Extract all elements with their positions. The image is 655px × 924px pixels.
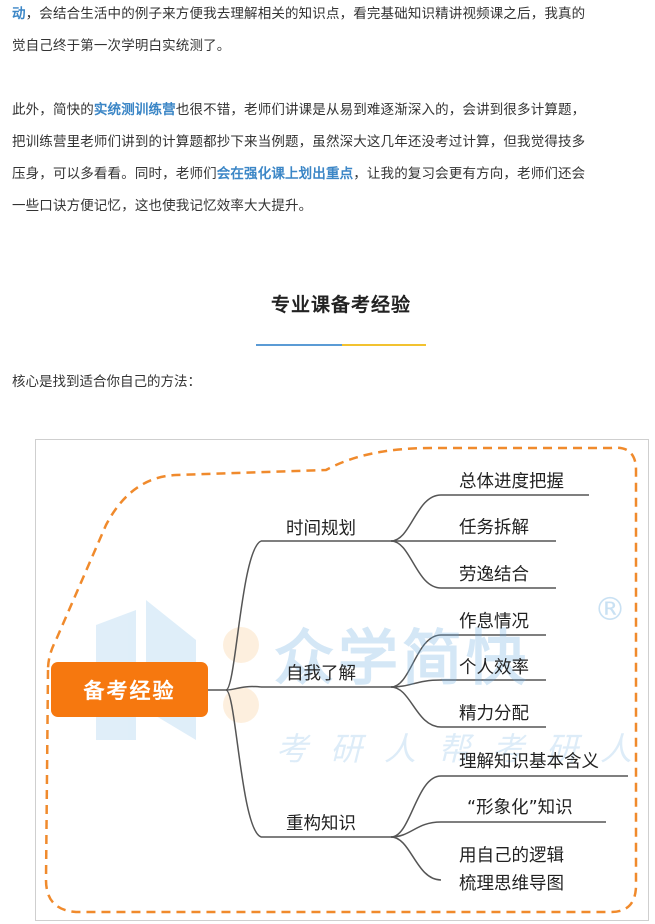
text-span: ，会结合生活中的例子来方便我去理解相关的知识点，看完基础知识精讲视频课之后，我真… (25, 6, 586, 22)
text-span: 也很不错，老师们讲课是从易到难逐渐深入的，会讲到很多计算题， (175, 102, 586, 118)
dashed-boundary (44, 446, 638, 914)
section-title: 专业课备考经验 (270, 294, 411, 316)
mindmap-root: 备考经验 (51, 662, 208, 717)
title-underline-blue (256, 344, 342, 346)
leaf-node: 个人效率 (459, 658, 529, 678)
paragraph-line: 此外，简快的实统测训练营也很不错，老师们讲课是从易到难逐渐深入的，会讲到很多计算… (12, 94, 655, 126)
leaf-node: 精力分配 (459, 704, 529, 724)
highlight-key-points: 会在强化课上划出重点 (216, 166, 354, 182)
paragraph-line: 一些口诀方便记忆，这也使我记忆效率大大提升。 (12, 198, 313, 214)
text-span: 此外，简快的 (12, 102, 94, 118)
text-span: 压身，可以多看看。同时，老师们 (12, 166, 217, 182)
leaf-node: 作息情况 (459, 612, 529, 632)
leaf-node: 用自己的逻辑 (459, 846, 564, 866)
branch-self-knowledge: 自我了解 (286, 664, 356, 684)
bold-text: 动 (12, 6, 26, 22)
leaf-node: 劳逸结合 (459, 565, 529, 585)
watermark-brand: 众学简快 (274, 624, 530, 694)
leaf-node: 任务拆解 (459, 518, 529, 538)
leaf-node: “形象化”知识 (467, 798, 573, 818)
paragraph-line: 动，会结合生活中的例子来方便我去理解相关的知识点，看完基础知识精讲视频课之后，我… (12, 0, 655, 30)
paragraph-line: 觉自己终于第一次学明白实统测了。 (12, 38, 231, 54)
mindmap-image: 众学简快 ® 考研人帮考研人 备考经验 时间规划 自我了解 重构知识 总体进度把… (35, 439, 649, 921)
leaf-node: 总体进度把握 (459, 472, 564, 492)
title-underline-yellow (342, 344, 426, 346)
leaf-node: 梳理思维导图 (459, 874, 564, 894)
paragraph-training: 此外，简快的实统测训练营也很不错，老师们讲课是从易到难逐渐深入的，会讲到很多计算… (12, 94, 655, 222)
text-span: ，让我的复习会更有方向，老师们还会 (353, 166, 586, 182)
highlight-training-camp: 实统测训练营 (93, 102, 176, 118)
section-intro: 核心是找到适合你自己的方法： (12, 374, 201, 390)
paragraph-intro: 动，会结合生活中的例子来方便我去理解相关的知识点，看完基础知识精讲视频课之后，我… (12, 0, 655, 62)
branch-time-planning: 时间规划 (286, 519, 356, 539)
watermark-registered-icon: ® (594, 590, 626, 628)
branch-rebuild-knowledge: 重构知识 (286, 814, 356, 834)
paragraph-line: 压身，可以多看看。同时，老师们会在强化课上划出重点，让我的复习会更有方向，老师们… (12, 158, 655, 190)
paragraph-line: 把训练营里老师们讲到的计算题都抄下来当例题，虽然深大这几年还没考过计算，但我觉得… (12, 134, 586, 150)
leaf-node: 理解知识基本含义 (459, 752, 599, 772)
watermark-slogan: 考研人帮考研人 (276, 730, 649, 768)
